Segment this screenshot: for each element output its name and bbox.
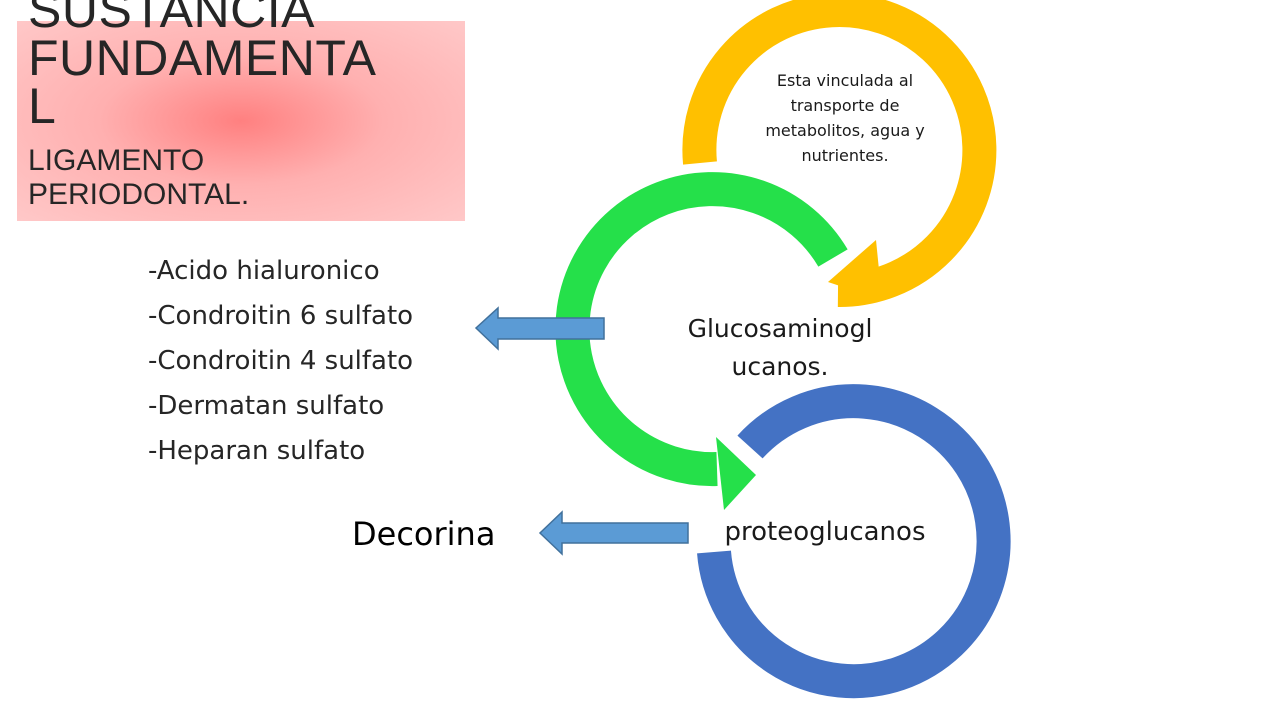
top-node-label: Esta vinculada al transporte de metaboli… [765, 71, 925, 165]
top-ring-arrow [682, 0, 997, 308]
glycosaminoglycan-list: -Acido hialuronico -Condroitin 6 sulfato… [148, 250, 413, 475]
middle-ring-arrow [555, 172, 848, 510]
decorina-label: Decorina [352, 515, 496, 553]
middle-node-label: Glucosaminogl ucanos. [687, 314, 873, 381]
list-item: -Condroitin 6 sulfato [148, 301, 414, 331]
title-background [17, 21, 465, 221]
list-item: -Dermatan sulfato [148, 391, 385, 421]
slide-title: SUSTANCIA FUNDAMENTA L LIGAMENTO PERIODO… [28, 0, 468, 212]
bottom-ring [697, 384, 1011, 699]
list-item: -Condroitin 4 sulfato [148, 346, 414, 376]
list-item: -Heparan sulfato [148, 436, 366, 466]
bottom-node-label: proteoglucanos [724, 517, 926, 547]
title-subtitle: LIGAMENTO PERIODONTAL. [28, 144, 250, 211]
list-item: -Acido hialuronico [148, 256, 380, 286]
arrow-left-gag-icon [474, 306, 605, 351]
arrow-left-decorina-icon [538, 510, 689, 556]
title-main: SUSTANCIA FUNDAMENTA L [28, 0, 377, 134]
